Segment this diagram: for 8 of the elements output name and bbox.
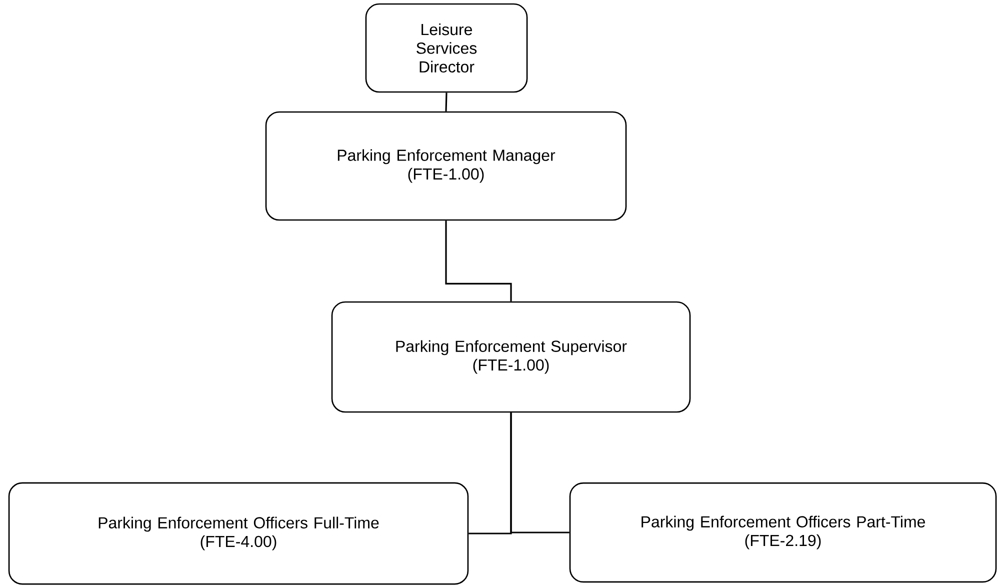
role-box: Parking Enforcement Officers Full-Time (FTE-4.00) <box>8 482 469 585</box>
connector-line <box>445 92 448 112</box>
role-box: Leisure Services Director <box>365 3 528 93</box>
role-box: Parking Enforcement Supervisor (FTE-1.00) <box>331 301 691 413</box>
connector-line <box>510 412 570 534</box>
role-box: Parking Enforcement Officers Part-Time (FTE-2.19) <box>569 482 997 583</box>
connector-line <box>445 220 512 302</box>
role-box: Parking Enforcement Manager (FTE-1.00) <box>265 111 627 221</box>
